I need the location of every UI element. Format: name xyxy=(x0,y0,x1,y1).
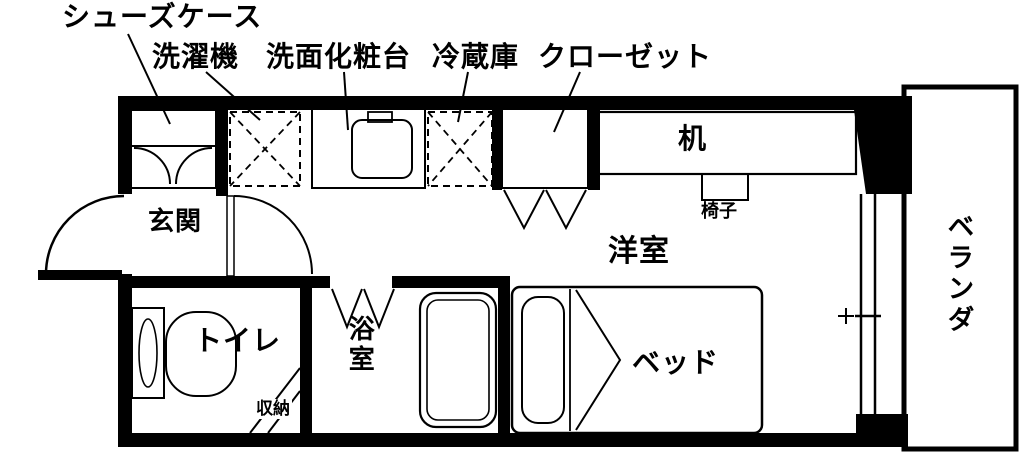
wall-toilet-bath xyxy=(300,276,312,447)
toilet-bowl xyxy=(165,311,237,397)
chair xyxy=(701,173,749,201)
closet-folding-door-right xyxy=(545,189,587,231)
window xyxy=(855,194,881,414)
bath-folding-door-right xyxy=(363,288,395,330)
toilet-tank xyxy=(131,307,165,399)
wall-bath-room xyxy=(498,276,510,447)
entrance-label: 玄関 xyxy=(148,206,203,236)
shoe-case-label: シューズケース xyxy=(62,1,263,32)
closet-label: クローゼット xyxy=(538,41,713,72)
walls xyxy=(38,96,912,447)
toilet-tank-lid xyxy=(138,318,158,388)
washing-machine-cross-2 xyxy=(229,111,301,187)
entry-door-leaf xyxy=(38,270,122,280)
wall-closet-left-stub xyxy=(492,110,502,190)
shoe-case-door-left xyxy=(133,147,171,185)
wall-bottom-right-chunk xyxy=(856,414,908,441)
bath-folding-door-left xyxy=(331,288,363,330)
vanity-label: 洗面化粧台 xyxy=(266,41,412,72)
vanity-faucet xyxy=(367,111,393,123)
window-lock-mark xyxy=(838,308,854,324)
refrigerator-label: 冷蔵庫 xyxy=(432,41,520,72)
toilet-label: トイレ xyxy=(194,325,282,356)
wall-top-right-diagonal xyxy=(852,96,912,194)
toilet-fixture xyxy=(131,307,237,399)
refrigerator-cross-2 xyxy=(427,111,493,187)
bathroom-label: 浴室 xyxy=(345,315,376,375)
interior-door-arc xyxy=(233,195,313,275)
wall-left-upper xyxy=(118,96,132,194)
washing-machine-label: 洗濯機 xyxy=(152,41,240,72)
closet-folding-door-left xyxy=(503,189,545,231)
bed-label: ベッド xyxy=(632,347,720,378)
bathtub-outer xyxy=(418,291,498,429)
vanity-counter xyxy=(311,107,426,189)
wall-mid-left xyxy=(118,276,330,288)
closet-box xyxy=(501,107,589,189)
closet xyxy=(501,107,589,231)
shoe-case-box xyxy=(129,109,217,189)
wall-bottom xyxy=(118,433,908,447)
veranda-outline xyxy=(901,84,1019,452)
interior-door-leaf xyxy=(226,195,235,277)
bed-pillow xyxy=(521,296,565,424)
desk-label: 机 xyxy=(678,123,708,154)
vanity-sink xyxy=(351,119,413,179)
desk xyxy=(592,110,858,176)
shoe-case-door-right xyxy=(175,147,213,185)
bed-blanket-fold xyxy=(575,289,622,431)
shoe-case xyxy=(129,109,217,189)
wall-top xyxy=(118,96,854,110)
vanity-unit xyxy=(311,107,426,189)
chair-label: 椅子 xyxy=(701,201,737,221)
entry-door-arc xyxy=(44,194,125,275)
bed-frame xyxy=(510,285,764,435)
bathroom-fixtures xyxy=(331,288,498,429)
storage-label: 収納 xyxy=(254,399,292,419)
refrigerator xyxy=(427,111,493,187)
refrigerator-box xyxy=(427,111,493,187)
washing-machine xyxy=(229,111,301,187)
bathtub-inner xyxy=(426,299,490,421)
wall-mid-right xyxy=(392,276,510,288)
western-room-label: 洋室 xyxy=(608,235,670,268)
veranda-label: ベランダ xyxy=(943,212,974,336)
wall-entrance-niche xyxy=(216,110,228,196)
wall-left-lower xyxy=(118,274,132,447)
bed xyxy=(510,285,764,435)
